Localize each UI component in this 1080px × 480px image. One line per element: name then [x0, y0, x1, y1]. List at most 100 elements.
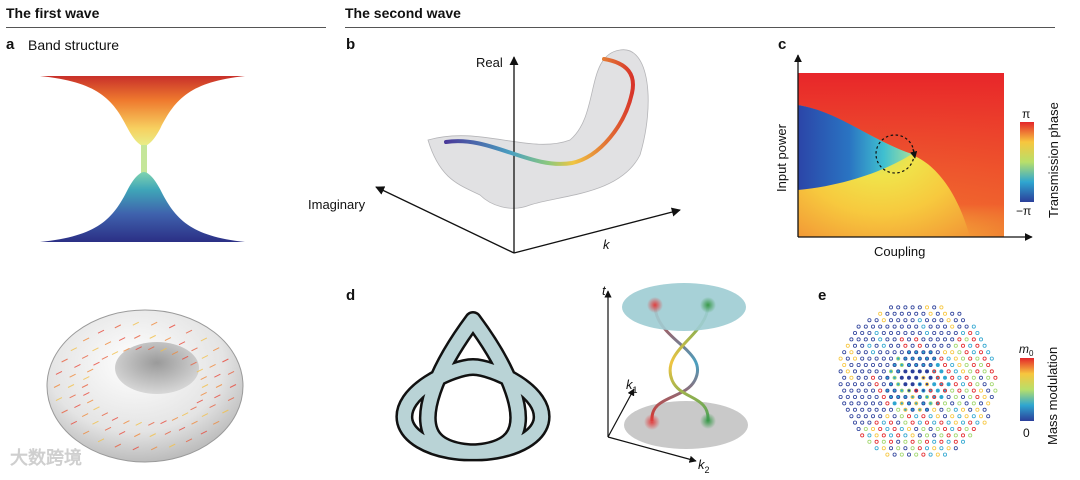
lattice-site	[925, 395, 928, 398]
lattice-site	[965, 402, 968, 405]
lattice-site	[943, 351, 946, 354]
watermark: 大数跨境	[10, 444, 82, 470]
lattice-site	[925, 331, 928, 334]
lattice-site	[958, 402, 961, 405]
lattice-site	[976, 421, 979, 424]
lattice-site	[951, 415, 954, 418]
lattice-site	[886, 325, 889, 328]
lattice-site	[843, 351, 846, 354]
lattice-site	[983, 421, 986, 424]
lattice-site	[987, 351, 990, 354]
lattice-site	[943, 415, 946, 418]
braid-figure: t k1 k2	[600, 285, 770, 475]
colorbar-c	[1020, 122, 1034, 202]
lattice-site	[850, 402, 853, 405]
lattice-site	[969, 408, 972, 411]
lattice-site	[954, 440, 957, 443]
lattice-site	[839, 370, 842, 373]
lattice-site	[987, 415, 990, 418]
lattice-site	[911, 344, 914, 347]
lattice-site	[871, 376, 874, 379]
lattice-site	[915, 402, 918, 405]
lattice-site	[897, 331, 900, 334]
lattice-site	[954, 408, 957, 411]
lattice-site	[915, 376, 918, 379]
lattice-site	[933, 447, 936, 450]
phase-map-figure: Input power Coupling π −π Transmission p…	[770, 50, 1070, 265]
lattice-site	[900, 351, 903, 354]
lattice-site	[868, 319, 871, 322]
lattice-site	[897, 408, 900, 411]
lattice-site	[904, 306, 907, 309]
lattice-site	[969, 434, 972, 437]
lattice-site	[879, 389, 882, 392]
lattice-site	[918, 395, 921, 398]
lattice-site	[915, 363, 918, 366]
lattice-site	[861, 383, 864, 386]
lattice-site	[897, 421, 900, 424]
lattice-site	[947, 447, 950, 450]
lattice-site	[911, 319, 914, 322]
lattice-site	[972, 415, 975, 418]
lattice-site	[969, 344, 972, 347]
lattice-site	[951, 351, 954, 354]
lattice-site	[933, 357, 936, 360]
lattice-site	[871, 363, 874, 366]
lattice-site	[954, 421, 957, 424]
lattice-site	[961, 319, 964, 322]
lattice-site	[929, 389, 932, 392]
lattice-site	[846, 370, 849, 373]
lattice-site	[961, 357, 964, 360]
lattice-site	[943, 389, 946, 392]
lattice-site	[915, 325, 918, 328]
lattice-site	[904, 440, 907, 443]
lattice-site	[940, 434, 943, 437]
lattice-site	[933, 331, 936, 334]
lattice-site	[875, 319, 878, 322]
lattice-site	[961, 421, 964, 424]
lattice-site	[925, 370, 928, 373]
lattice-site	[958, 338, 961, 341]
lattice-site	[936, 427, 939, 430]
lattice-site	[929, 427, 932, 430]
divider-second-wave	[345, 27, 1055, 28]
lattice-site	[961, 370, 964, 373]
lattice-site	[929, 363, 932, 366]
lattice-site	[976, 370, 979, 373]
lattice-site	[879, 325, 882, 328]
lattice-site	[961, 344, 964, 347]
lattice-site	[965, 415, 968, 418]
lattice-site	[861, 395, 864, 398]
lattice-site	[922, 402, 925, 405]
lattice-site	[882, 408, 885, 411]
lattice-site	[893, 351, 896, 354]
lattice-site	[897, 434, 900, 437]
lattice-site	[965, 338, 968, 341]
lattice-site	[868, 331, 871, 334]
axis-k2-label: k2	[698, 457, 710, 475]
lattice-site	[951, 389, 954, 392]
band-structure-figure	[40, 74, 250, 246]
lattice-site	[961, 440, 964, 443]
lattice-site	[900, 415, 903, 418]
lattice-site	[882, 370, 885, 373]
lattice-site	[889, 408, 892, 411]
top-disk	[622, 283, 746, 331]
lattice-site	[893, 325, 896, 328]
lattice-site	[886, 402, 889, 405]
colorbar-e-max: m0	[1019, 342, 1034, 358]
torus-figure	[45, 296, 245, 466]
lattice-site	[947, 344, 950, 347]
lattice-site	[954, 447, 957, 450]
lattice-site	[929, 376, 932, 379]
lattice-site	[925, 434, 928, 437]
lattice-site	[853, 370, 856, 373]
lattice-site	[839, 357, 842, 360]
lattice-site	[983, 383, 986, 386]
lattice-site	[994, 376, 997, 379]
lattice-site	[886, 389, 889, 392]
lattice-site	[857, 363, 860, 366]
lattice-site	[864, 427, 867, 430]
lattice-site	[979, 338, 982, 341]
lattice-site	[853, 331, 856, 334]
